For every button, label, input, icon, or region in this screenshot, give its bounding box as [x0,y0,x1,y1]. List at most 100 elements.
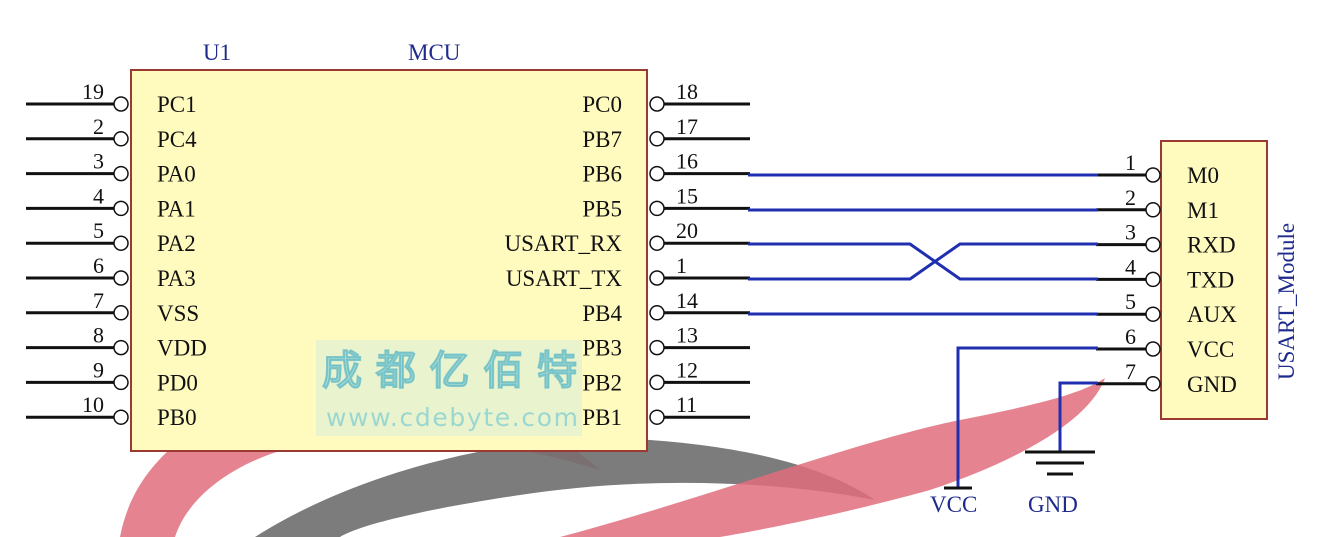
vcc-symbol: VCC [930,486,977,517]
pin-bubble [113,409,129,425]
pin-number: 6 [1125,324,1136,349]
pin-name: PB5 [582,196,622,221]
wire-usart-tx-rxd [748,242,1098,281]
pin-number: 2 [93,114,104,139]
pin-number: 4 [93,183,104,208]
pin-name: PA0 [157,162,196,187]
mcu-left-pins: 19PC12PC43PA04PA15PA26PA37VSS8VDD9PD010P… [26,79,207,430]
pin-number: 13 [676,323,698,348]
pin-bubble [649,374,665,391]
pin-name: PA1 [157,196,196,221]
pin-number: 5 [1125,289,1136,314]
pin-name: PB3 [582,336,622,361]
pin-number: 9 [93,357,104,382]
pin-number: 7 [1125,359,1136,384]
pin-name: PD0 [157,370,198,395]
module-body [1160,140,1268,420]
pin-name: PB1 [582,405,622,430]
pin-bubble [649,339,665,356]
pin-name: VSS [157,301,199,326]
gnd-label: GND [1028,492,1078,517]
pin-bubble [1145,167,1161,183]
watermark-text: 成都亿佰特 [322,348,577,394]
pin-bubble [649,270,665,286]
module-pin-m1: 2M1 [1096,185,1219,223]
pin-name: PA3 [157,266,196,291]
pin-number: 5 [93,218,104,243]
pin-bubble [649,131,665,147]
pin-number: 4 [1125,254,1136,279]
pin-name: USART_RX [505,231,623,256]
module-name: USART_Module [1274,223,1299,380]
pin-bubble [1145,306,1161,322]
pin-bubble [649,235,665,251]
pin-name: PC4 [157,127,197,152]
wires [748,173,1098,488]
pin-number: 20 [676,218,698,243]
pin-name: GND [1187,372,1237,397]
vcc-label: VCC [930,492,977,517]
pin-bubble [649,96,665,112]
pin-bubble [113,200,129,217]
pin-bubble [113,374,129,391]
wire-gnd [1058,381,1098,452]
pin-number: 7 [93,288,104,313]
pin-number: 11 [676,392,697,417]
watermark: 成都亿佰特 www.cdebyte.com [316,340,582,436]
pin-number: 12 [676,357,698,382]
pin-number: 18 [676,79,698,104]
pin-bubble [113,235,129,251]
pin-bubble [113,305,129,321]
pin-bubble [113,131,129,147]
pin-name: PB4 [582,301,622,326]
pin-name: VCC [1187,337,1234,362]
pin-number: 16 [676,149,698,174]
pin-number: 1 [676,253,687,278]
pin-bubble [1145,236,1161,253]
wire-usart-rx-txd [748,242,1098,281]
watermark-url: www.cdebyte.com [326,403,578,432]
mcu-name: MCU [408,40,461,65]
pin-name: VDD [157,336,207,361]
pin-bubble [113,96,129,112]
pin-number: 14 [676,288,698,313]
mcu-designator: U1 [203,40,231,65]
pin-number: 2 [1125,185,1136,210]
pin-name: PA2 [157,231,196,256]
pin-number: 8 [93,323,104,348]
pin-number: 3 [93,149,104,174]
pin-number: 10 [82,392,104,417]
pin-name: PC0 [582,92,622,117]
pin-bubble [1145,271,1161,288]
mcu-body [130,69,648,452]
pin-bubble [113,270,129,286]
pin-name: M1 [1187,198,1219,223]
pin-bubble [649,165,665,182]
pin-bubble [1145,376,1161,392]
pin-name: TXD [1187,267,1234,292]
pin-number: 6 [93,253,104,278]
pin-name: PC1 [157,92,197,117]
module-pin-m0: 1M0 [1096,150,1219,188]
pin-name: PB6 [582,162,622,187]
